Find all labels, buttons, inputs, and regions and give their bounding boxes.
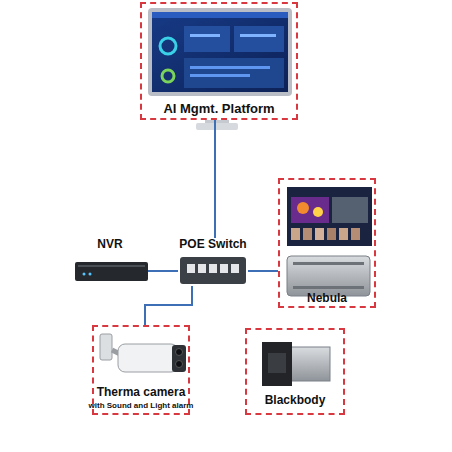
camera-lens	[176, 349, 183, 356]
dashboard-bar	[190, 66, 270, 69]
device-groove	[293, 262, 364, 265]
dashboard-panel	[234, 26, 284, 52]
camera-mount	[100, 334, 112, 360]
network-cable	[148, 270, 178, 272]
switch-device	[180, 257, 246, 284]
switch-port	[209, 264, 217, 273]
camera-front	[172, 345, 186, 372]
monitor-base	[196, 123, 238, 130]
dashboard-panel	[184, 26, 230, 52]
nvr-device	[75, 262, 148, 281]
blackbody-body	[290, 347, 330, 381]
dashboard-bar	[190, 74, 250, 77]
switch-port	[231, 264, 239, 273]
blackbody-aperture	[268, 353, 286, 373]
monitor-screen	[152, 12, 288, 92]
thermal-spot	[313, 207, 323, 217]
nvr-highlight	[78, 265, 145, 267]
node-label: Blackbody	[207, 394, 383, 407]
switch-port	[198, 264, 206, 273]
face-thumb	[303, 228, 312, 240]
switch-port	[220, 264, 228, 273]
device-box: Nebula	[278, 178, 376, 308]
node-label: NVR	[32, 238, 188, 251]
node-label: Nebula	[240, 292, 414, 305]
switch-port	[187, 264, 195, 273]
device-box: Blackbody	[245, 328, 345, 415]
thermal-image	[291, 197, 329, 223]
face-thumb	[351, 228, 360, 240]
nebula-device	[287, 256, 370, 296]
dashboard-donut	[162, 70, 174, 82]
face-thumb	[315, 228, 324, 240]
device-node: NVR	[72, 238, 148, 282]
monitor-stand	[205, 120, 229, 123]
switch-node: POE Switch	[178, 238, 248, 286]
nvr-led	[89, 273, 92, 276]
network-cable	[145, 286, 192, 325]
face-thumb	[291, 228, 300, 240]
node-sublabel: with Sound and Light alarm	[54, 402, 228, 411]
network-cable	[248, 270, 278, 272]
blackbody-front	[262, 342, 292, 386]
camera-image	[332, 197, 368, 223]
face-thumb	[339, 228, 348, 240]
monitor-bezel	[148, 8, 292, 96]
platform-box: AI Mgmt. Platform	[140, 2, 298, 120]
nebula-screen	[287, 187, 372, 246]
device-groove	[293, 286, 364, 289]
thermal-spot	[297, 202, 309, 214]
node-label: AI Mgmt. Platform	[102, 102, 336, 116]
face-thumb	[327, 228, 336, 240]
dashboard-donut	[160, 38, 176, 54]
node-label: Therma camera	[54, 386, 228, 399]
dashboard-bar	[240, 34, 276, 37]
device-box: Therma camerawith Sound and Light alarm	[92, 325, 190, 415]
dashboard-panel	[184, 58, 284, 88]
network-cable	[214, 120, 216, 238]
dashboard-bar	[190, 34, 220, 37]
camera-body	[118, 344, 178, 372]
nvr-led	[83, 273, 86, 276]
camera-lens	[176, 361, 183, 368]
screen-header	[152, 12, 288, 18]
node-label: POE Switch	[138, 238, 288, 251]
